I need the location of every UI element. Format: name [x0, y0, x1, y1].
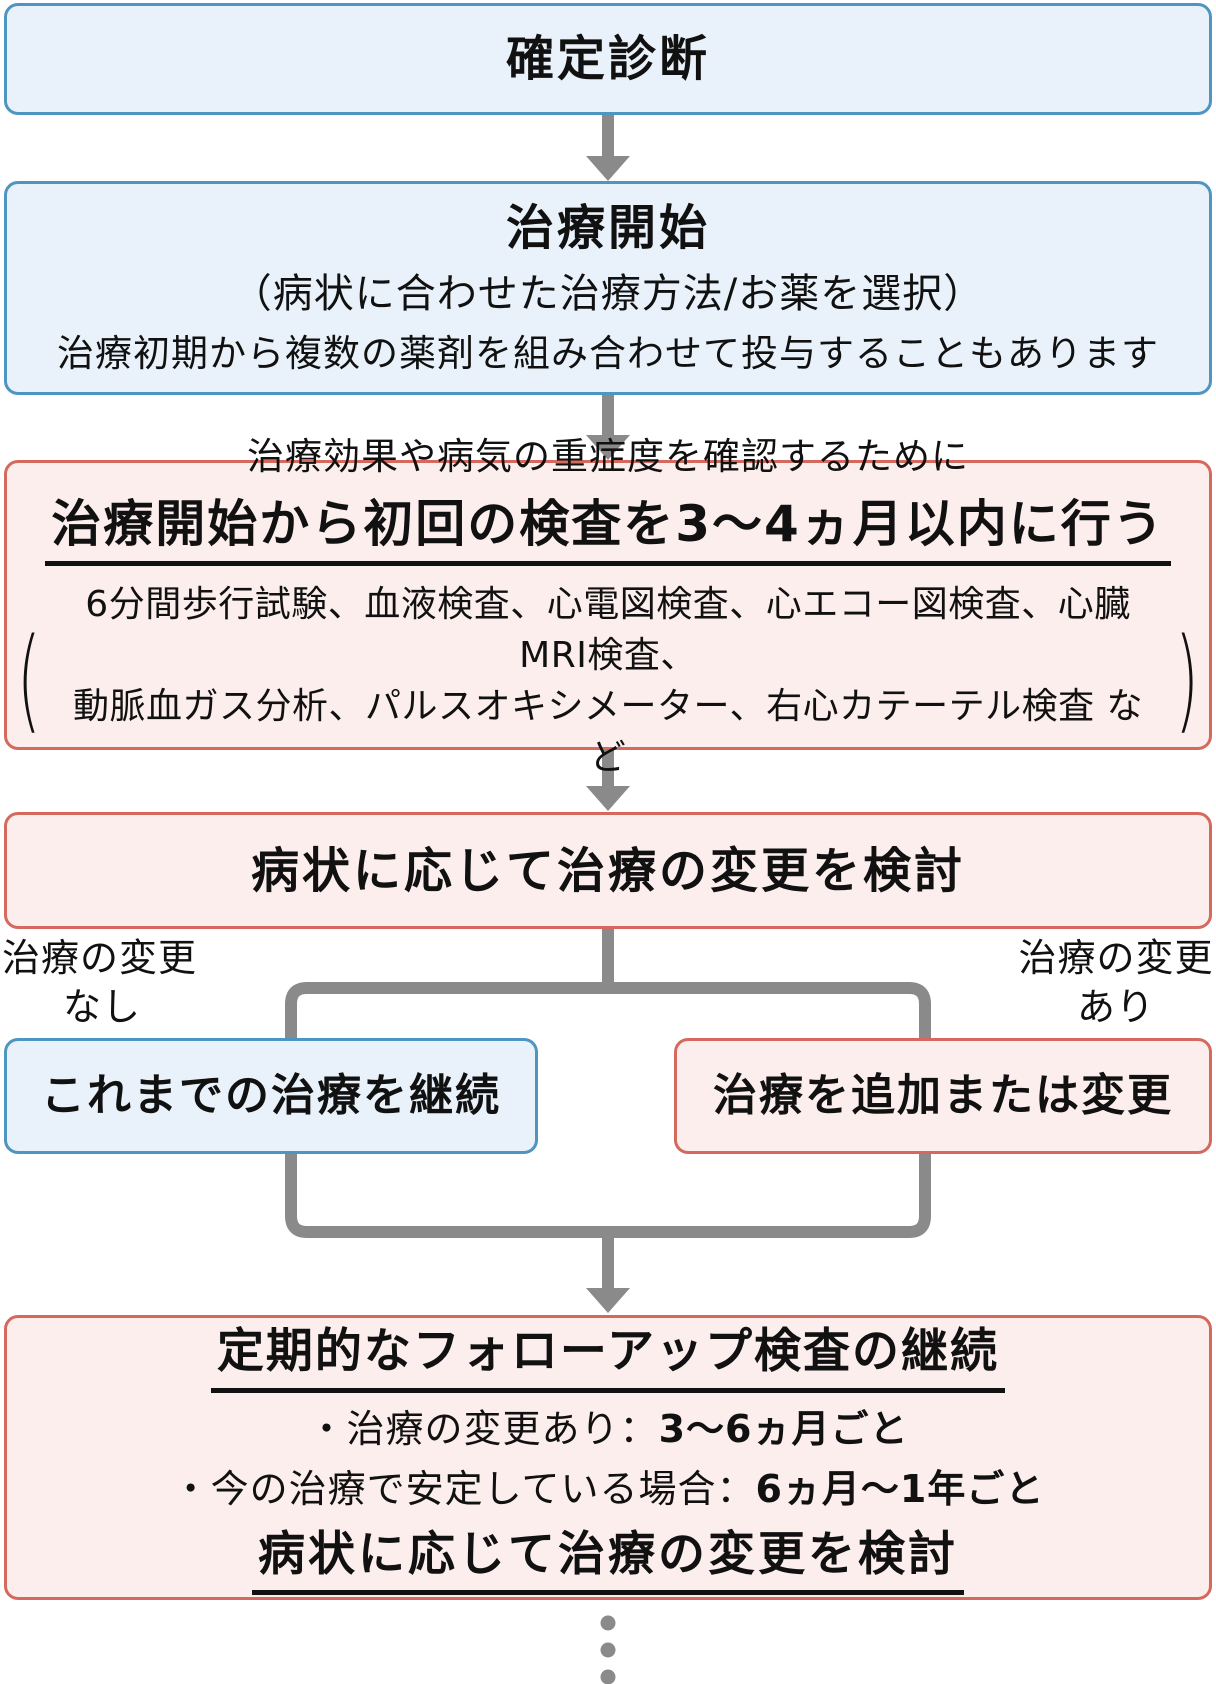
step5-box: 定期的なフォローアップ検査の継続 ・治療の変更あり：3〜6ヵ月ごと ・今の治療で… [4, 1315, 1212, 1600]
step5-bullet-2-value: 6ヵ月〜1年ごと [755, 1467, 1045, 1511]
step5-footer: 病状に応じて治療の変更を検討 [252, 1527, 964, 1595]
continuation-dots [600, 1615, 616, 1684]
down-arrow-3 [586, 748, 630, 811]
step2-box: 治療開始 （病状に合わせた治療方法/お薬を選択） 治療初期から複数の薬剤を組み合… [4, 181, 1212, 395]
step1-title: 確定診断 [505, 31, 710, 87]
step3-tests-line2: 動脈血ガス分析、パルスオキシメーター、右心カテーテル検査 など [72, 686, 1144, 779]
down-arrow-1 [586, 114, 630, 181]
step3-tests-text: 6分間歩行試験、血液検査、心電図検査、心エコー図検査、心臓MRI検査、 動脈血ガ… [57, 579, 1160, 783]
step5-bullet-2: ・今の治療で安定している場合：6ヵ月〜1年ごと [172, 1466, 1045, 1514]
step4-title: 病状に応じて治療の変更を検討 [250, 842, 965, 899]
branch-merge-connector [285, 1152, 931, 1313]
step4-box: 病状に応じて治療の変更を検討 [4, 812, 1212, 929]
step5-title: 定期的なフォローアップ検査の継続 [210, 1324, 1006, 1393]
branch-label-change: 治療の変更 あり [1018, 934, 1214, 1031]
step5-bullet-1: ・治療の変更あり：3〜6ヵ月ごと [308, 1406, 909, 1454]
branch-label-change-line2: あり [1076, 984, 1155, 1029]
branch-label-no-change-line2: なし [62, 984, 141, 1029]
step5-bullet-2-prefix: ・今の治療で安定している場合： [171, 1467, 756, 1511]
branch-box-continue-treatment: これまでの治療を継続 [4, 1038, 538, 1154]
step3-heading: 治療開始から初回の検査を3〜4ヵ月以内に行う [45, 494, 1171, 566]
branch-label-change-line1: 治療の変更 [1018, 936, 1214, 980]
step2-title: 治療開始 [505, 199, 710, 256]
step5-bullet-1-value: 3〜6ヵ月ごと [658, 1406, 909, 1451]
step3-lead: 治療効果や病気の重症度を確認するために [247, 434, 969, 478]
step2-note: 治療初期から複数の薬剤を組み合わせて投与することもあります [57, 331, 1159, 375]
branch-box-continue-title: これまでの治療を継続 [41, 1069, 501, 1121]
step2-subtitle: （病状に合わせた治療方法/お薬を選択） [231, 270, 985, 317]
branch-box-add-or-change-title: 治療を追加または変更 [713, 1069, 1173, 1121]
branch-label-no-change: 治療の変更 なし [2, 934, 202, 1031]
step5-bullet-1-prefix: ・治療の変更あり： [307, 1406, 659, 1451]
close-paren: ) [1175, 615, 1200, 746]
open-paren: ( [16, 615, 41, 746]
step3-box: 治療効果や病気の重症度を確認するために 治療開始から初回の検査を3〜4ヵ月以内に… [4, 435, 1212, 778]
step3-tests-line1: 6分間歩行試験、血液検査、心電図検査、心エコー図検査、心臓MRI検査、 [85, 583, 1131, 676]
step1-box: 確定診断 [4, 3, 1212, 115]
step3-tests: ( 6分間歩行試験、血液検査、心電図検査、心エコー図検査、心臓MRI検査、 動脈… [7, 579, 1209, 783]
branch-split-connector [285, 927, 931, 1042]
down-arrow-2 [586, 393, 630, 460]
branch-box-add-or-change: 治療を追加または変更 [674, 1038, 1212, 1154]
branch-label-no-change-line1: 治療の変更 [2, 936, 198, 980]
